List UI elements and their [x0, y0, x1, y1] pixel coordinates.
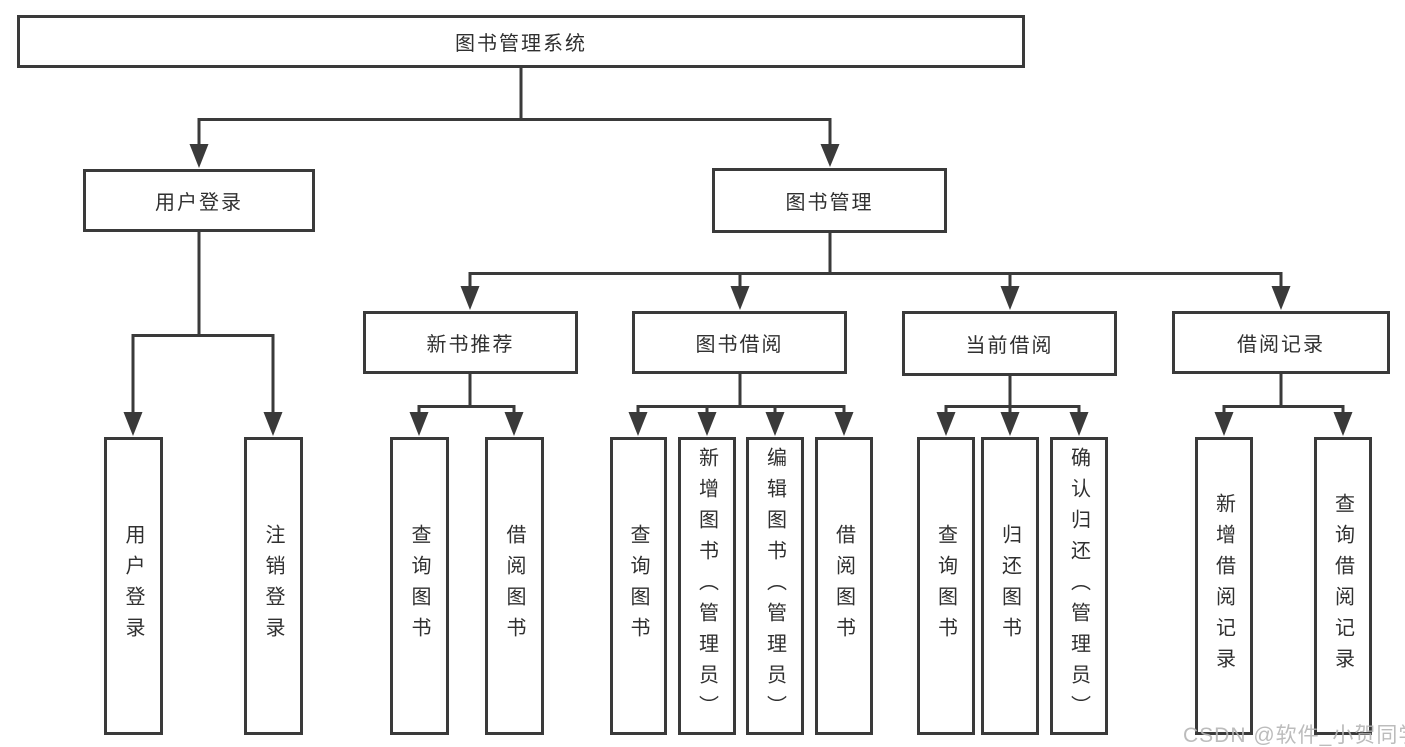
arrow-down-icon — [189, 144, 209, 168]
arrow-down-icon — [1000, 286, 1020, 310]
arrow-down-icon — [628, 412, 648, 436]
arrow-down-icon — [1069, 412, 1089, 436]
node-user-login: 用户登录 — [83, 169, 315, 232]
node-book-management: 图书管理 — [712, 168, 947, 233]
arrow-down-icon — [697, 412, 717, 436]
leaf-label: 归还图书 — [998, 524, 1021, 648]
leaf-query-borrow-record: 查询借阅记录 — [1314, 437, 1372, 735]
connector-new-book-rec-children — [409, 374, 524, 436]
leaf-confirm-return-admin: 确认归还（管理员） — [1050, 437, 1108, 735]
arrow-down-icon — [765, 412, 785, 436]
leaf-query-books-2: 查询图书 — [610, 437, 667, 735]
csdn-watermark: CSDN @软件_小贺同学 — [1183, 724, 1405, 747]
leaf-borrow-books-2: 借阅图书 — [815, 437, 873, 735]
connector-current-borrow-children — [936, 375, 1089, 436]
leaf-return-books: 归还图书 — [981, 437, 1039, 735]
node-label: 新书推荐 — [426, 334, 515, 356]
arrow-down-icon — [936, 412, 956, 436]
leaf-add-borrow-record: 新增借阅记录 — [1195, 437, 1253, 735]
connector-user-login-children — [123, 232, 283, 436]
connector-book-borrow-children — [628, 374, 854, 436]
node-label: 图书管理系统 — [455, 33, 587, 55]
arrow-down-icon — [504, 412, 524, 436]
leaf-label: 查询图书 — [934, 524, 957, 648]
arrow-down-icon — [1000, 412, 1020, 436]
connector-root-to-level2 — [189, 68, 840, 168]
leaf-label: 查询图书 — [627, 524, 649, 648]
arrow-down-icon — [730, 286, 750, 310]
leaf-label: 借阅图书 — [503, 524, 525, 648]
leaf-label: 借阅图书 — [832, 524, 855, 648]
node-borrowing-records: 借阅记录 — [1172, 311, 1390, 374]
arrow-down-icon — [123, 412, 143, 436]
node-label: 借阅记录 — [1237, 334, 1325, 356]
leaf-label: 查询图书 — [408, 524, 430, 648]
leaf-query-books-1: 查询图书 — [390, 437, 449, 735]
arrow-down-icon — [1214, 412, 1234, 436]
leaf-label: 新增借阅记录 — [1212, 493, 1235, 679]
arrow-down-icon — [820, 144, 840, 167]
leaf-edit-books-admin: 编辑图书（管理员） — [746, 437, 804, 735]
leaf-borrow-books-1: 借阅图书 — [485, 437, 544, 735]
leaf-query-books-3: 查询图书 — [917, 437, 975, 735]
node-label: 用户登录 — [155, 192, 243, 214]
node-current-borrowing: 当前借阅 — [902, 311, 1117, 376]
arrow-down-icon — [409, 412, 429, 436]
leaf-label: 确认归还（管理员） — [1067, 446, 1090, 726]
leaf-label: 查询借阅记录 — [1331, 493, 1354, 679]
connector-book-mgmt-children — [460, 233, 1291, 310]
leaf-logout: 注销登录 — [244, 437, 303, 735]
arrow-down-icon — [263, 412, 283, 436]
leaf-user-login: 用户登录 — [104, 437, 163, 735]
arrow-down-icon — [1333, 412, 1353, 436]
arrow-down-icon — [1271, 286, 1291, 310]
arrow-down-icon — [460, 286, 480, 310]
node-label: 图书借阅 — [695, 334, 784, 356]
leaf-label: 编辑图书（管理员） — [763, 446, 786, 726]
node-label: 图书管理 — [785, 192, 874, 214]
leaf-label: 注销登录 — [262, 524, 284, 648]
node-label: 当前借阅 — [965, 335, 1054, 357]
arrow-down-icon — [834, 412, 854, 436]
node-book-borrowing: 图书借阅 — [632, 311, 847, 374]
leaf-label: 新增图书（管理员） — [695, 446, 718, 726]
node-new-book-recommendation: 新书推荐 — [363, 311, 578, 374]
leaf-add-books-admin: 新增图书（管理员） — [678, 437, 736, 735]
node-root-library-system: 图书管理系统 — [17, 15, 1025, 68]
connector-borrow-records-children — [1214, 374, 1353, 436]
leaf-label: 用户登录 — [122, 524, 144, 648]
